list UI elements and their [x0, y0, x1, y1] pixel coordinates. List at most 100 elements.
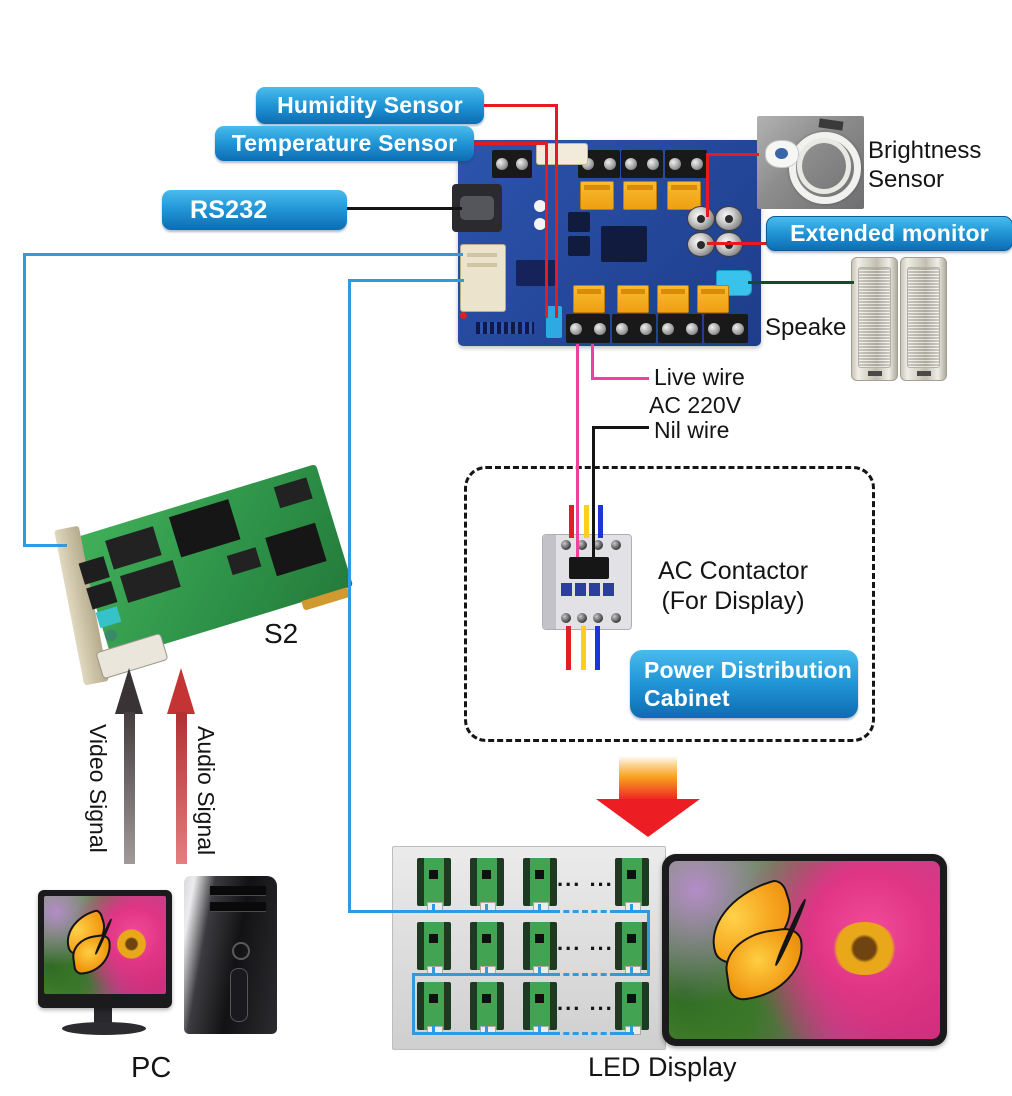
contactor-screw — [611, 540, 621, 550]
wire-temperature-v — [545, 142, 548, 318]
receiving-card — [523, 922, 557, 975]
contactor-screw — [561, 613, 571, 623]
chip — [516, 260, 558, 286]
tower-button-panel — [230, 968, 248, 1022]
wire-temperature-h — [473, 142, 548, 145]
flower-center — [831, 921, 897, 975]
s2-card-photo — [50, 462, 360, 686]
contactor-wire-red-top — [569, 505, 574, 538]
chain-row2-end — [616, 973, 650, 976]
contactor-wire-red-bottom — [566, 626, 571, 670]
contactor-wire-blue-top — [598, 505, 603, 538]
led-screen-image — [669, 861, 940, 1039]
wire-live-branch-v — [591, 344, 594, 380]
monitor-screen — [44, 896, 166, 994]
contactor-wire-yellow-top — [584, 505, 589, 538]
ethernet-port — [460, 244, 506, 319]
terminal-block — [704, 314, 748, 343]
butterfly-graphic — [698, 877, 843, 1003]
speaker-badge — [916, 371, 931, 376]
relay — [697, 285, 729, 313]
wire-extended-monitor — [707, 242, 768, 245]
contactor-screw — [611, 613, 621, 623]
chain-stub — [432, 1026, 435, 1033]
relay — [667, 181, 701, 210]
contactor-button — [575, 583, 586, 596]
receiving-card — [470, 858, 504, 911]
nil-wire-caption: Nil wire — [654, 417, 730, 443]
receiving-card — [470, 982, 504, 1035]
monitor-stand-base — [62, 1022, 146, 1035]
relay — [617, 285, 649, 313]
pin-header — [476, 322, 534, 334]
wire-brightness-v — [706, 153, 709, 217]
pc-caption: PC — [131, 1052, 172, 1084]
power-cabinet-dashed-box — [464, 466, 875, 742]
terminal-block — [665, 150, 707, 178]
terminal-block — [612, 314, 656, 343]
chain-stub — [630, 967, 633, 974]
ac-contactor-photo — [542, 534, 632, 630]
power-cabinet-line1: Power Distribution — [644, 657, 853, 683]
video-signal-caption: Video Signal — [85, 724, 111, 853]
power-distribution-cabinet-label: Power Distribution Cabinet — [630, 650, 858, 718]
chain-row1-dashed — [554, 910, 616, 913]
row-ellipsis: ... ... — [557, 930, 614, 955]
led-indicator — [534, 218, 546, 230]
sensor-head — [765, 140, 799, 168]
contactor-screw — [593, 613, 603, 623]
chip — [568, 212, 590, 232]
wire-blue-led-v — [348, 279, 351, 913]
sensor-plug — [818, 118, 844, 131]
chain-stub — [538, 967, 541, 974]
contactor-button — [589, 583, 600, 596]
chain-stub — [485, 904, 488, 911]
speaker-photo-right — [900, 257, 947, 381]
brightness-caption-line1: Brightness — [868, 137, 982, 164]
relay — [623, 181, 657, 210]
ac-contactor-caption: AC Contactor (For Display) — [638, 556, 828, 616]
brightness-caption-line2: Sensor — [868, 166, 945, 193]
brightness-sensor-photo — [757, 116, 864, 209]
contactor-core — [569, 557, 609, 579]
receiving-card — [417, 982, 451, 1035]
wire-blue-s2-h1 — [23, 253, 463, 256]
sensor-cable-coil — [789, 132, 861, 204]
ac-contactor-line1: AC Contactor — [657, 557, 809, 585]
temperature-sensor-label: Temperature Sensor — [215, 126, 474, 161]
contactor-side — [543, 535, 556, 629]
wire-nil-h — [592, 426, 649, 429]
chain-row3 — [412, 1032, 554, 1035]
chip — [568, 236, 590, 256]
receiving-card — [615, 982, 649, 1035]
chain-row2 — [412, 973, 554, 976]
power-cabinet-line2: Cabinet — [644, 685, 730, 711]
live-wire-caption: Live wire — [654, 364, 745, 390]
wire-live-branch-h — [591, 377, 649, 380]
tower-bay — [210, 902, 266, 912]
bnc-connector — [715, 206, 743, 231]
white-4pin-connector — [536, 143, 588, 165]
rs232-label: RS232 — [162, 190, 347, 230]
chain-stub — [538, 904, 541, 911]
wire-nil-v — [592, 426, 595, 557]
speaker-mesh — [907, 267, 940, 368]
receiving-card — [615, 922, 649, 975]
contactor-screw — [561, 540, 571, 550]
red-down-arrow — [596, 756, 700, 838]
dip-switch — [546, 306, 562, 338]
wire-blue-s2-h2 — [23, 544, 67, 547]
chain-stub — [432, 967, 435, 974]
led-screen-photo — [662, 854, 947, 1046]
receiving-card — [417, 858, 451, 911]
pc-tower-photo — [184, 876, 277, 1034]
audio-signal-caption: Audio Signal — [193, 726, 219, 856]
wire-brightness-h — [706, 153, 759, 156]
chain-row3-end — [616, 1032, 634, 1035]
ac-voltage-caption: AC 220V — [649, 392, 742, 418]
chain-row1-end — [616, 910, 650, 913]
tower-bay — [210, 886, 266, 896]
receiving-card — [615, 858, 649, 911]
contactor-wire-blue-bottom — [595, 626, 600, 670]
speaker-caption: Speake — [765, 314, 847, 341]
